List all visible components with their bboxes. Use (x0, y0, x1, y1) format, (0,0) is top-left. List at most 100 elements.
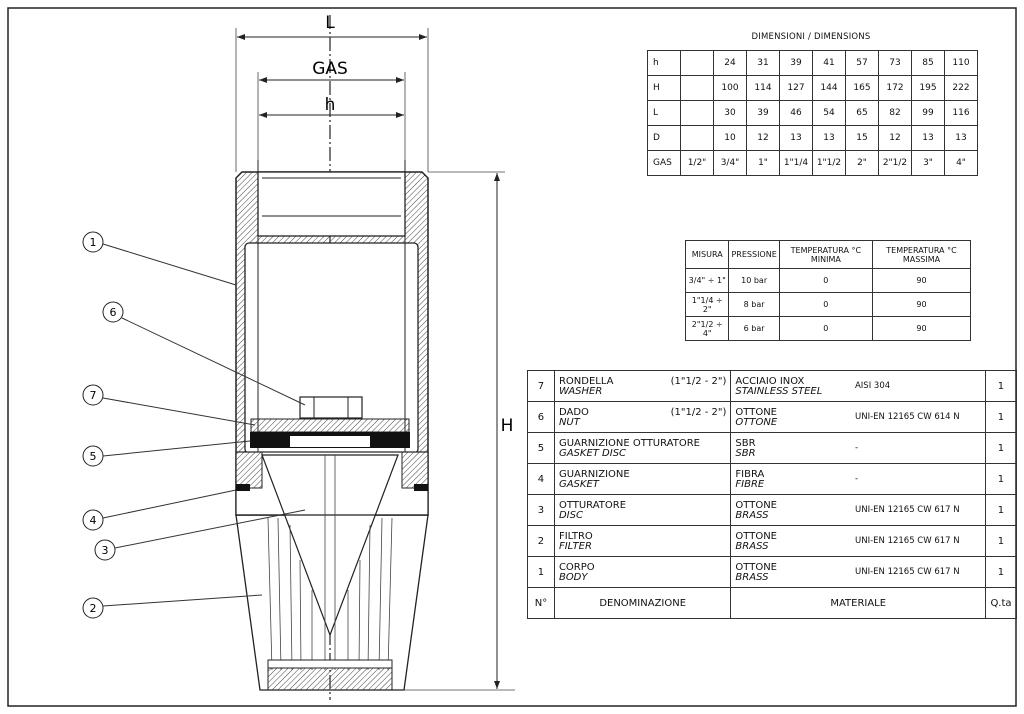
pressure-cell: 90 (871, 268, 972, 293)
part-name-en: GASKET DISC (558, 447, 627, 459)
callout-circle (82, 509, 104, 531)
dimension-cell (680, 75, 714, 101)
dimension-cell: 1" (746, 150, 780, 176)
part-name-line: GUARNIZIONE OTTURATORE (559, 438, 726, 449)
dimension-cell: 144 (812, 75, 846, 101)
callout-5: 5 (82, 445, 104, 467)
dimension-cell: 3/4" (713, 150, 747, 176)
part-material-code: AISI 304 (854, 381, 891, 391)
dimension-cell: 127 (779, 75, 813, 101)
dimension-GAS: GAS (257, 59, 406, 172)
part-material-code: - (854, 443, 859, 453)
pressure-cell: 10 bar (728, 268, 780, 293)
part-material-en: FIBRE (735, 478, 765, 490)
callout-4: 4 (82, 509, 104, 531)
callout-circle (94, 539, 116, 561)
dimension-cell: 13 (944, 125, 978, 151)
callout-number: 4 (90, 514, 97, 527)
part-name: OTTURATORE (558, 499, 627, 511)
callout-1: 1 (82, 231, 104, 253)
dimension-cell: 57 (845, 50, 879, 76)
dimension-cell: 1/2" (680, 150, 714, 176)
part-name-en: FILTER (558, 540, 592, 552)
dimension-cell: 73 (878, 50, 912, 76)
dimension-cell: 41 (812, 50, 846, 76)
dimension-cell: 2" (845, 150, 879, 176)
dimension-cell (680, 100, 714, 126)
part-material-en: OTTONE (735, 416, 778, 428)
pressure-header: TEMPERATURA °C MINIMA (778, 240, 873, 269)
callout-number: 7 (90, 389, 97, 402)
dimension-cell: 3" (911, 150, 945, 176)
pressure-cell: 0 (778, 268, 873, 293)
part-size-range: (1"1/2 - 2") (670, 406, 727, 418)
part-name: GUARNIZIONE (558, 468, 630, 480)
dimension-cell: 31 (746, 50, 780, 76)
leader-lines (102, 243, 306, 607)
part-material-code: UNI-EN 12165 CW 617 N (854, 536, 960, 546)
part-name: DADO (558, 406, 589, 418)
part-quantity: 1 (984, 525, 1018, 557)
gasket-disc (250, 432, 410, 448)
dimension-cell: 12 (878, 125, 912, 151)
callout-number: 6 (110, 306, 117, 319)
part-name-line: RONDELLA(1"1/2 - 2") (559, 376, 726, 387)
part-material-code: UNI-EN 12165 CW 617 N (854, 505, 960, 515)
footer-materiale: MATERIALE (730, 587, 986, 619)
part-quantity: 1 (984, 494, 1018, 526)
dimension-cell: 39 (779, 50, 813, 76)
part-material: FIBRA (735, 468, 765, 480)
callout-6: 6 (102, 301, 124, 323)
dimension-cell: 114 (746, 75, 780, 101)
dimension-cell: 165 (845, 75, 879, 101)
part-number: 7 (527, 370, 555, 402)
part-number: 3 (527, 494, 555, 526)
part-material-en: SBR (735, 447, 756, 459)
part-name-en: WASHER (558, 385, 603, 397)
part-material: OTTONE (735, 561, 778, 573)
pressure-cell: 6 bar (728, 316, 780, 341)
part-number: 2 (527, 525, 555, 557)
dimension-cell: 15 (845, 125, 879, 151)
part-material: OTTONE (735, 406, 778, 418)
dimension-cell: 172 (878, 75, 912, 101)
dimension-cell: 12 (746, 125, 780, 151)
pressure-header: TEMPERATURA °C MASSIMA (871, 240, 972, 269)
callout-circle (82, 231, 104, 253)
dimension-row-label: GAS (647, 150, 681, 176)
pressure-cell: 0 (778, 316, 873, 341)
part-name-line: CORPO (559, 562, 726, 573)
part-name-en: BODY (558, 571, 588, 583)
dimension-cell: 4" (944, 150, 978, 176)
dimension-cell: 222 (944, 75, 978, 101)
dimension-h-label: h (325, 95, 336, 115)
part-material-en: STAINLESS STEEL (735, 385, 823, 397)
part-name: FILTRO (558, 530, 593, 542)
callout-number: 3 (102, 544, 109, 557)
callout-3: 3 (94, 539, 116, 561)
dimension-cell: 13 (779, 125, 813, 151)
part-material-code: UNI-EN 12165 CW 617 N (854, 567, 960, 577)
